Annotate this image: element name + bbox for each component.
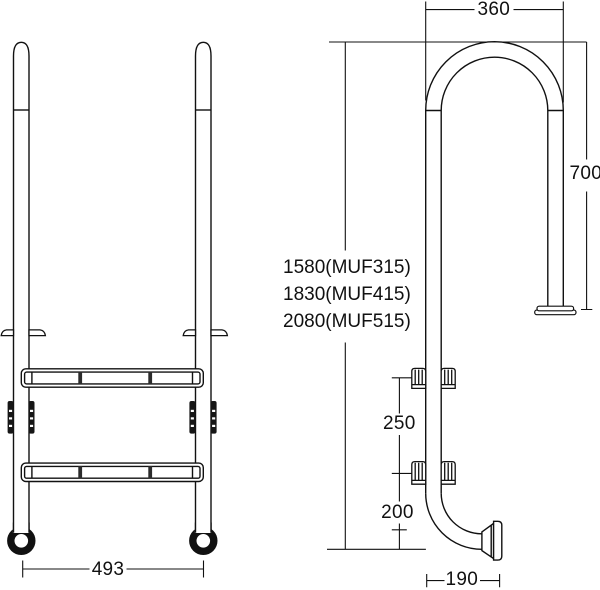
- model-height-muf315: 1580(MUF315): [283, 257, 411, 278]
- dim-label-700: 700: [569, 163, 600, 184]
- model-height-labels: 1580(MUF315) 1830(MUF415) 2080(MUF515): [283, 255, 411, 335]
- dim-360-extensions: [425, 1, 564, 103]
- model-height-muf515: 2080(MUF515): [283, 310, 411, 332]
- dim-493-lines: [22, 560, 205, 578]
- dim-250-200-line: [391, 377, 412, 550]
- dim-label-250: 250: [382, 413, 416, 434]
- left-rail: [12, 41, 30, 532]
- ladder-tread-lower: [20, 462, 204, 483]
- rubber-foot-left: [7, 522, 36, 555]
- rail-clamps-front: [7, 401, 217, 434]
- rear-tube: [547, 110, 564, 307]
- dimension-lines: [327, 1, 593, 588]
- arch-inner: [440, 56, 549, 111]
- wall-plate: [492, 520, 503, 561]
- arch-outer: [425, 41, 564, 111]
- model-height-muf415: 1830(MUF415): [283, 283, 411, 305]
- ladder-tread-upper: [20, 368, 204, 388]
- handrail-arch: [425, 41, 564, 112]
- wall-bend: [425, 493, 482, 550]
- right-rail: [194, 41, 212, 532]
- dim-190-lines: [426, 574, 501, 588]
- floor-flange: [534, 305, 577, 316]
- tube-clamps-side: [411, 367, 456, 485]
- side-view: [327, 1, 593, 588]
- dim-label-200: 200: [381, 501, 414, 523]
- tube-clamp-lower: [411, 460, 456, 485]
- dim-700-line: [581, 42, 593, 311]
- dim-label-360: 360: [477, 0, 511, 20]
- front-tube: [425, 110, 442, 494]
- dim-label-493: 493: [91, 558, 125, 580]
- tube-clamp-upper: [411, 367, 456, 390]
- dim-label-190: 190: [445, 569, 479, 590]
- rubber-foot-right: [189, 522, 218, 555]
- deck-escutcheons: [0, 329, 229, 337]
- front-view: [0, 41, 229, 578]
- wall-cone-flange: [481, 520, 503, 561]
